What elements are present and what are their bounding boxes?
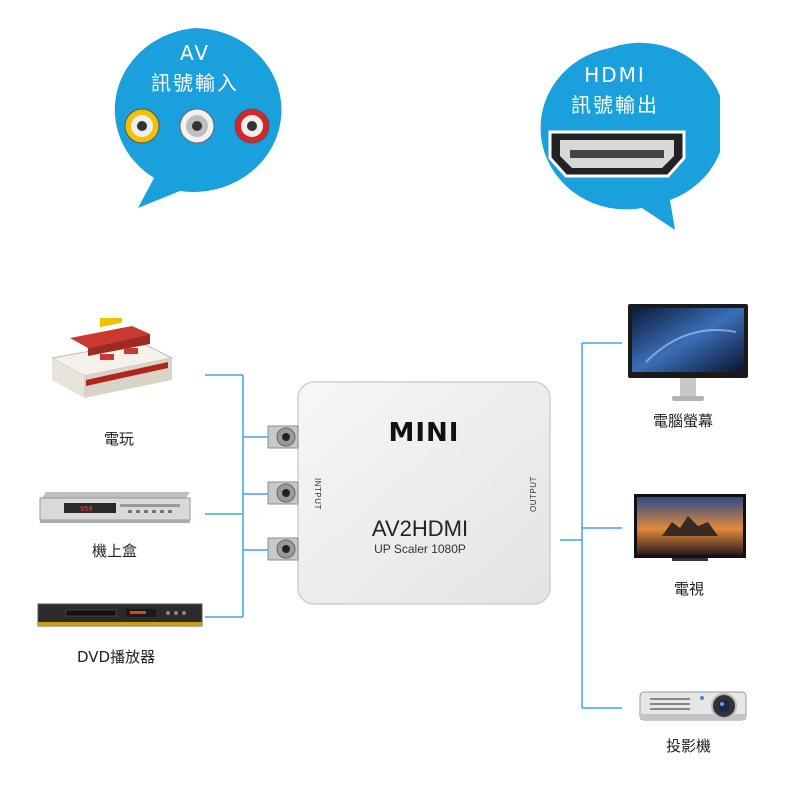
device-brand: MINI bbox=[388, 418, 460, 448]
device-subtitle: UP Scaler 1080P bbox=[374, 542, 466, 556]
hdmi-bubble-title: HDMI bbox=[584, 63, 646, 87]
input-label-game-console: 電玩 bbox=[104, 430, 135, 448]
hdmi-port-icon bbox=[548, 130, 686, 178]
av-bubble-title: AV bbox=[179, 41, 211, 65]
game-console-icon bbox=[50, 318, 174, 398]
rca-red-icon bbox=[234, 108, 270, 144]
device-input-label: INTPUT bbox=[313, 478, 322, 510]
device-model: AV2HDMI bbox=[371, 516, 469, 541]
av-bubble-subtitle: 訊號輸入 bbox=[151, 71, 239, 95]
projector-icon bbox=[639, 691, 747, 721]
rca-connectors-icon bbox=[124, 108, 270, 144]
set-top-box-icon: 950 bbox=[39, 492, 191, 523]
converter-box bbox=[267, 381, 551, 605]
svg-text:950: 950 bbox=[80, 505, 93, 513]
dvd-player-icon bbox=[37, 603, 203, 627]
input-label-set-top-box: 機上盒 bbox=[92, 542, 138, 560]
input-label-dvd-player: DVD播放器 bbox=[77, 648, 156, 666]
device-output-label: OUTPUT bbox=[529, 476, 538, 512]
hdmi-bubble-subtitle: 訊號輸出 bbox=[571, 93, 659, 117]
rca-white-icon bbox=[179, 108, 215, 144]
rca-input-jacks bbox=[267, 425, 299, 561]
rca-yellow-icon bbox=[124, 108, 160, 144]
output-label-monitor: 電腦螢幕 bbox=[653, 412, 714, 430]
output-label-projector: 投影機 bbox=[666, 737, 712, 755]
computer-monitor-icon bbox=[628, 304, 748, 401]
output-label-tv: 電視 bbox=[674, 580, 705, 598]
television-icon bbox=[634, 494, 746, 561]
